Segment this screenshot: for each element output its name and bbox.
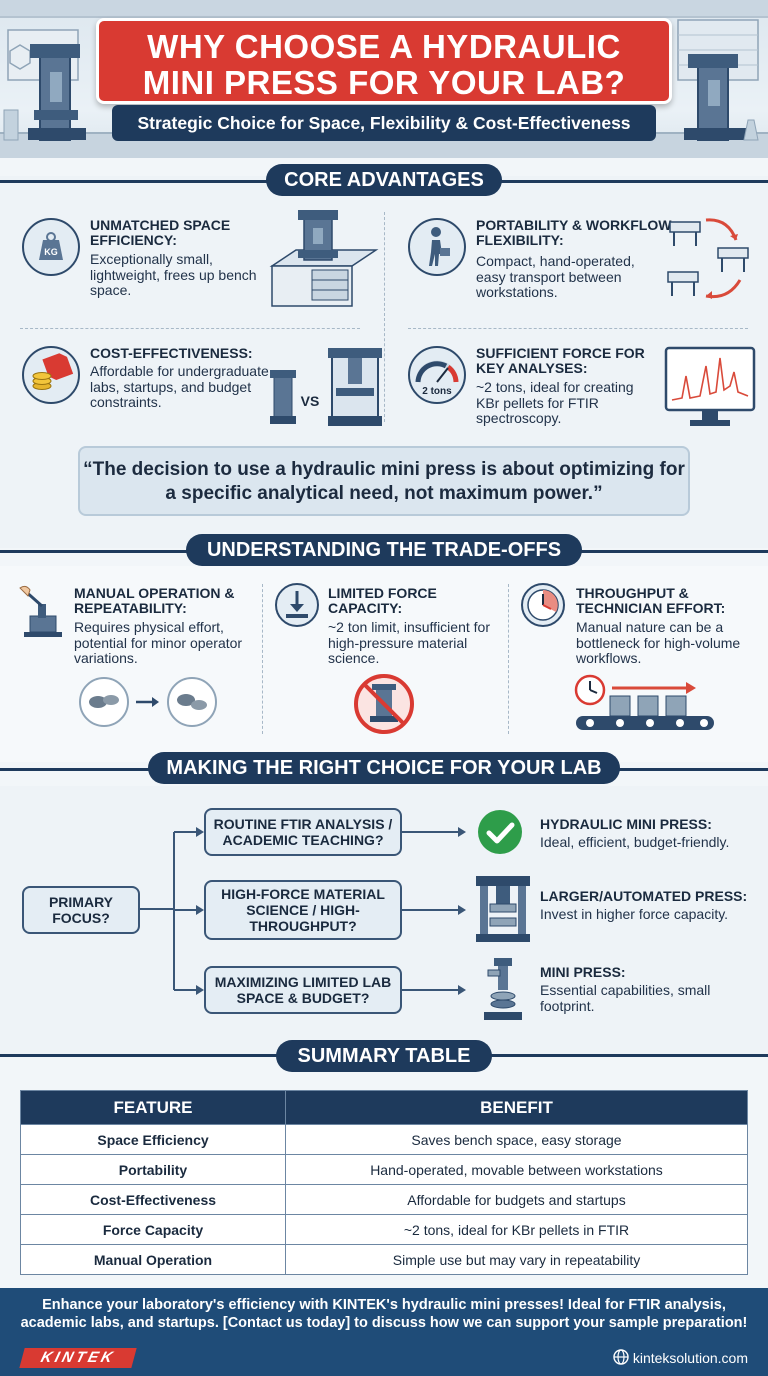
title-line-1: WHY CHOOSE A HYDRAULIC [147,28,621,65]
result-title: MINI PRESS: [540,964,626,980]
decision-root: PRIMARY FOCUS? [22,886,140,934]
tradeoff-limited-force: LIMITED FORCE CAPACITY: ~2 ton limit, in… [272,568,512,738]
weight-kg-icon: KG [22,218,80,276]
website-text: kinteksolution.com [632,1350,748,1366]
tradeoff-text: Manual nature can be a bottleneck for hi… [576,619,741,666]
advantage-force: 2 tons SUFFICIENT FORCE FOR KEY ANALYSES… [408,346,768,456]
tradeoffs-heading: UNDERSTANDING THE TRADE-OFFS [186,534,582,566]
hand-lever-icon [19,585,62,637]
feature-cell: Manual Operation [20,1244,286,1275]
grid-divider-vertical [384,212,385,422]
advantage-space-efficiency: KG UNMATCHED SPACE EFFICIENCY: Exception… [22,218,382,328]
size-comparison-illustration: VS [270,348,382,426]
column-header-feature: FEATURE [20,1090,286,1125]
advantage-portability: PORTABILITY & WORKFLOW FLEXIBILITY: Comp… [408,218,768,328]
advantage-text: ~2 tons, ideal for creating KBr pellets … [476,379,634,426]
website-link[interactable]: kinteksolution.com [613,1348,748,1370]
tradeoff-divider-2 [508,584,509,734]
mini-press-icon [484,958,522,1020]
tradeoff-text: ~2 ton limit, insufficient for high-pres… [328,619,490,666]
page-title: WHY CHOOSE A HYDRAULIC MINI PRESS FOR YO… [96,18,672,104]
ftir-spectrum-monitor [664,346,756,426]
feature-cell: Portability [20,1154,286,1185]
advantage-cost: COST-EFFECTIVENESS: Affordable for under… [22,346,382,456]
advantage-heading: UNMATCHED SPACE EFFICIENCY: [90,217,231,248]
table-row: Force Capacity ~2 tons, ideal for KBr pe… [20,1214,748,1245]
grid-divider-horizontal-right [408,328,748,329]
hero-banner: WHY CHOOSE A HYDRAULIC MINI PRESS FOR YO… [0,0,768,158]
grid-divider-horizontal-left [20,328,360,329]
feature-cell: Space Efficiency [20,1124,286,1155]
advantage-heading: PORTABILITY & WORKFLOW FLEXIBILITY: [476,217,672,248]
gauge-icon: 2 tons [408,346,466,404]
kintek-logo: KINTEK [19,1348,137,1368]
lab-press-illustration-right [677,19,759,141]
result-text: Ideal, efficient, budget-friendly. [540,834,730,850]
result-text: Essential capabilities, small footprint. [540,982,711,1014]
tradeoff-manual-operation: MANUAL OPERATION & REPEATABILITY: Requir… [18,568,258,738]
bench-press-illustration [269,210,379,307]
footer-call-to-action[interactable]: Enhance your laboratory's efficiency wit… [20,1297,748,1331]
core-advantages-heading: CORE ADVANTAGES [266,164,502,196]
kg-label: KG [44,247,58,257]
tradeoff-divider-1 [262,584,263,734]
result-text: Invest in higher force capacity. [540,906,729,922]
tradeoff-heading: LIMITED FORCE CAPACITY: [328,585,437,616]
globe-icon [613,1349,629,1370]
tradeoff-heading: THROUGHPUT & TECHNICIAN EFFORT: [576,585,726,616]
advantage-heading: COST-EFFECTIVENESS: [90,345,253,361]
feature-cell: Force Capacity [20,1214,286,1245]
title-line-2: MINI PRESS FOR YOUR LAB? [142,64,626,101]
pellet-variation-illustration [79,677,217,727]
decision-question-ftir: ROUTINE FTIR ANALYSIS / ACADEMIC TEACHIN… [204,808,402,856]
force-down-icon [275,583,319,627]
result-title: LARGER/AUTOMATED PRESS: [540,888,748,904]
summary-table: FEATURE BENEFIT Space Efficiency Saves b… [20,1090,748,1275]
benefit-cell: Saves bench space, easy storage [285,1124,748,1155]
lab-press-illustration-left [3,29,86,141]
table-row: Manual Operation Simple use but may vary… [20,1244,748,1275]
table-row: Portability Hand-operated, movable betwe… [20,1154,748,1185]
result-title: HYDRAULIC MINI PRESS: [540,816,712,832]
tradeoff-throughput: THROUGHPUT & TECHNICIAN EFFORT: Manual n… [520,568,760,738]
page-subtitle: Strategic Choice for Space, Flexibility … [112,105,656,141]
key-quote: “The decision to use a hydraulic mini pr… [78,446,690,516]
column-header-benefit: BENEFIT [285,1090,748,1125]
benefit-cell: ~2 tons, ideal for KBr pellets in FTIR [285,1214,748,1245]
table-row: Cost-Effectiveness Affordable for budget… [20,1184,748,1215]
tradeoff-text: Requires physical effort, potential for … [74,619,243,666]
person-carrying-icon [408,218,466,276]
vs-label: VS [301,393,320,409]
gauge-label: 2 tons [422,386,452,397]
advantage-text: Exceptionally small, lightweight, frees … [90,251,257,298]
lab-shelf [0,0,768,18]
tradeoff-heading: MANUAL OPERATION & REPEATABILITY: [74,585,235,616]
clock-icon [521,583,565,627]
advantage-text: Compact, hand-operated, easy transport b… [476,253,635,300]
advantage-text: Affordable for undergraduate labs, start… [90,363,269,410]
benefit-cell: Affordable for budgets and startups [285,1184,748,1215]
large-press-icon [476,876,530,942]
price-tag-coins-icon [22,346,80,404]
feature-cell: Cost-Effectiveness [20,1184,286,1215]
decision-question-high-force: HIGH-FORCE MATERIAL SCIENCE / HIGH-THROU… [204,880,402,940]
conveyor-belt-illustration [574,674,714,730]
decision-heading: MAKING THE RIGHT CHOICE FOR YOUR LAB [148,752,620,784]
workstations-cycle-illustration [667,218,749,299]
benefit-cell: Simple use but may vary in repeatability [285,1244,748,1275]
table-row: Space Efficiency Saves bench space, easy… [20,1124,748,1155]
decision-connectors [140,827,466,995]
benefit-cell: Hand-operated, movable between workstati… [285,1154,748,1185]
footer: Enhance your laboratory's efficiency wit… [0,1288,768,1376]
decision-question-space-budget: MAXIMIZING LIMITED LAB SPACE & BUDGET? [204,966,402,1014]
check-icon [478,810,522,854]
advantage-heading: SUFFICIENT FORCE FOR KEY ANALYSES: [476,345,645,376]
summary-heading: SUMMARY TABLE [276,1040,492,1072]
prohibited-press-icon [354,674,414,734]
